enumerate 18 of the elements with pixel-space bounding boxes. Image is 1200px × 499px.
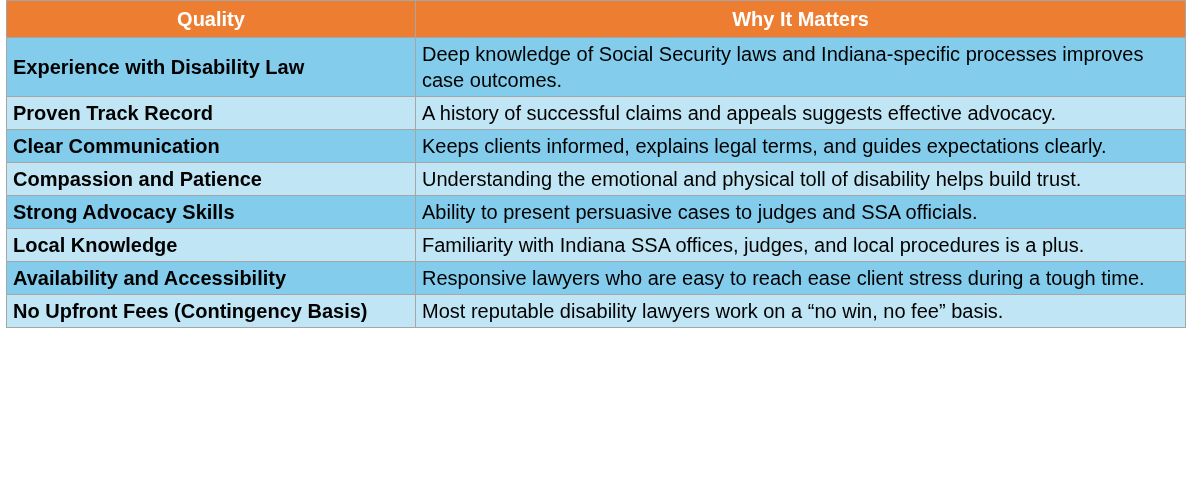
description-cell: Understanding the emotional and physical toll of disability helps build trust. — [415, 162, 1186, 196]
description-cell: A history of successful claims and appeals suggests effective advocacy. — [415, 96, 1186, 130]
description-cell: Most reputable disability lawyers work on a “no win, no fee” basis. — [415, 294, 1186, 328]
quality-cell: Proven Track Record — [6, 96, 416, 130]
quality-cell: Strong Advocacy Skills — [6, 195, 416, 229]
description-cell: Ability to present persuasive cases to judges and SSA officials. — [415, 195, 1186, 229]
description-cell: Keeps clients informed, explains legal terms, and guides expectations clearly. — [415, 129, 1186, 163]
description-cell: Deep knowledge of Social Security laws and Indiana-specific processes improves case outcomes. — [415, 37, 1186, 97]
column-header: Quality — [6, 0, 416, 38]
quality-cell: No Upfront Fees (Contingency Basis) — [6, 294, 416, 328]
description-cell: Familiarity with Indiana SSA offices, judges, and local procedures is a plus. — [415, 228, 1186, 262]
quality-cell: Local Knowledge — [6, 228, 416, 262]
quality-cell: Experience with Disability Law — [6, 37, 416, 97]
quality-cell: Clear Communication — [6, 129, 416, 163]
description-cell: Responsive lawyers who are easy to reach ease client stress during a tough time. — [415, 261, 1186, 295]
quality-cell: Availability and Accessibility — [6, 261, 416, 295]
quality-cell: Compassion and Patience — [6, 162, 416, 196]
column-header: Why It Matters — [415, 0, 1186, 38]
